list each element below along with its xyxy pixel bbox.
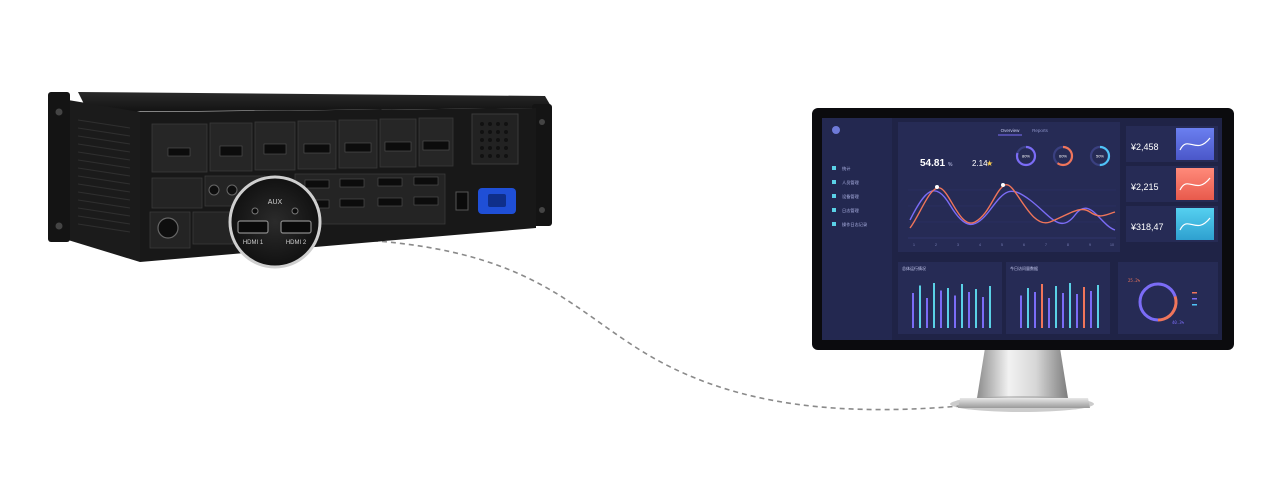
connection-line bbox=[309, 237, 961, 411]
hdmi1-label: HDMI 1 bbox=[243, 240, 264, 246]
stat-sparkline bbox=[1179, 137, 1211, 151]
ring-label: 80% bbox=[1022, 154, 1030, 159]
kpi-1-value: 54.81 bbox=[920, 158, 945, 169]
x-tick-label: 1 bbox=[913, 243, 915, 247]
bar bbox=[1090, 291, 1092, 328]
sidebar-item: 设备管理 bbox=[842, 193, 860, 200]
bar bbox=[1020, 295, 1022, 328]
sidebar-item-icon bbox=[832, 166, 836, 170]
bar bbox=[940, 290, 942, 328]
x-tick-label: 10 bbox=[1110, 243, 1114, 247]
stat-value: ¥2,458 bbox=[1130, 142, 1159, 152]
tab-reports: Reports bbox=[1032, 128, 1049, 133]
bar bbox=[919, 285, 921, 328]
x-tick-label: 9 bbox=[1089, 243, 1091, 247]
kpi-2-value: 2.14 bbox=[972, 159, 988, 168]
ring-label: 60% bbox=[1059, 154, 1067, 159]
bar-panel bbox=[1006, 262, 1110, 334]
hdmi1-port bbox=[237, 220, 269, 234]
sidebar-item-icon bbox=[832, 180, 836, 184]
hdmi-callout: AUX HDMI 1 HDMI 2 bbox=[228, 175, 322, 269]
bar bbox=[989, 286, 991, 328]
stat-sparkline-tile bbox=[1176, 208, 1214, 240]
x-tick-label: 7 bbox=[1045, 243, 1047, 247]
x-tick-label: 2 bbox=[935, 243, 937, 247]
stat-value: ¥318,47 bbox=[1130, 222, 1164, 232]
stat-sparkline-tile bbox=[1176, 128, 1214, 160]
bar bbox=[933, 283, 935, 328]
ring-gauge bbox=[1015, 145, 1037, 167]
donut-right-label: 40.3% bbox=[1172, 320, 1185, 325]
donut-arc-orange bbox=[1138, 282, 1178, 322]
sidebar-item: 人员管理 bbox=[842, 179, 860, 186]
sidebar-item-icon bbox=[832, 222, 836, 226]
donut-left-label: 25.2% bbox=[1128, 278, 1141, 283]
bar bbox=[1097, 285, 1099, 328]
bar bbox=[975, 289, 977, 328]
bar bbox=[926, 298, 928, 328]
bar bbox=[1062, 293, 1064, 328]
tab-overview: Overview bbox=[1001, 128, 1021, 133]
ring-gauge bbox=[1052, 145, 1074, 167]
bar bbox=[947, 288, 949, 328]
stat-sparkline-tile bbox=[1176, 168, 1214, 200]
bar bbox=[954, 295, 956, 328]
bar bbox=[968, 292, 970, 328]
sidebar-item: 操作日志记录 bbox=[842, 221, 867, 228]
kpi-2-star-icon: ★ bbox=[986, 159, 993, 168]
line-chart: 1 2 3 4 5 6 7 8 9 10 bbox=[908, 183, 1116, 247]
kpi-1-unit: % bbox=[948, 162, 953, 168]
sidebar-item: 日志管理 bbox=[842, 207, 860, 214]
bar bbox=[1034, 292, 1036, 328]
ring-gauge bbox=[1089, 145, 1111, 167]
bar bbox=[1048, 298, 1050, 328]
bar bbox=[1076, 294, 1078, 328]
bar-panel-title: 今日访问量数据 bbox=[1010, 265, 1038, 271]
stat-sparkline bbox=[1179, 217, 1211, 231]
bar-panel bbox=[898, 262, 1002, 334]
x-tick-label: 6 bbox=[1023, 243, 1025, 247]
bar bbox=[1055, 286, 1057, 328]
x-tick-label: 3 bbox=[957, 243, 959, 247]
hdmi2-label: HDMI 2 bbox=[286, 240, 307, 246]
bar bbox=[912, 293, 914, 328]
series-orange bbox=[909, 184, 1116, 229]
x-tick-label: 4 bbox=[979, 243, 981, 247]
stat-value: ¥2,215 bbox=[1130, 182, 1159, 192]
sidebar-item: 统计 bbox=[842, 165, 850, 172]
bar bbox=[1083, 287, 1085, 328]
bar bbox=[1041, 284, 1043, 328]
bar bbox=[1069, 283, 1071, 328]
ring-label: 50% bbox=[1096, 154, 1104, 159]
x-tick-label: 8 bbox=[1067, 243, 1069, 247]
bar-panel-title: 总体运行情况 bbox=[902, 265, 926, 271]
stat-sparkline bbox=[1179, 177, 1211, 191]
aux-label: AUX bbox=[268, 199, 283, 206]
bar bbox=[961, 284, 963, 328]
bar bbox=[1027, 288, 1029, 328]
sidebar-item-icon bbox=[832, 208, 836, 212]
bar bbox=[982, 297, 984, 328]
x-tick-label: 5 bbox=[1001, 243, 1003, 247]
sidebar-item-icon bbox=[832, 194, 836, 198]
hdmi2-port bbox=[280, 220, 312, 234]
